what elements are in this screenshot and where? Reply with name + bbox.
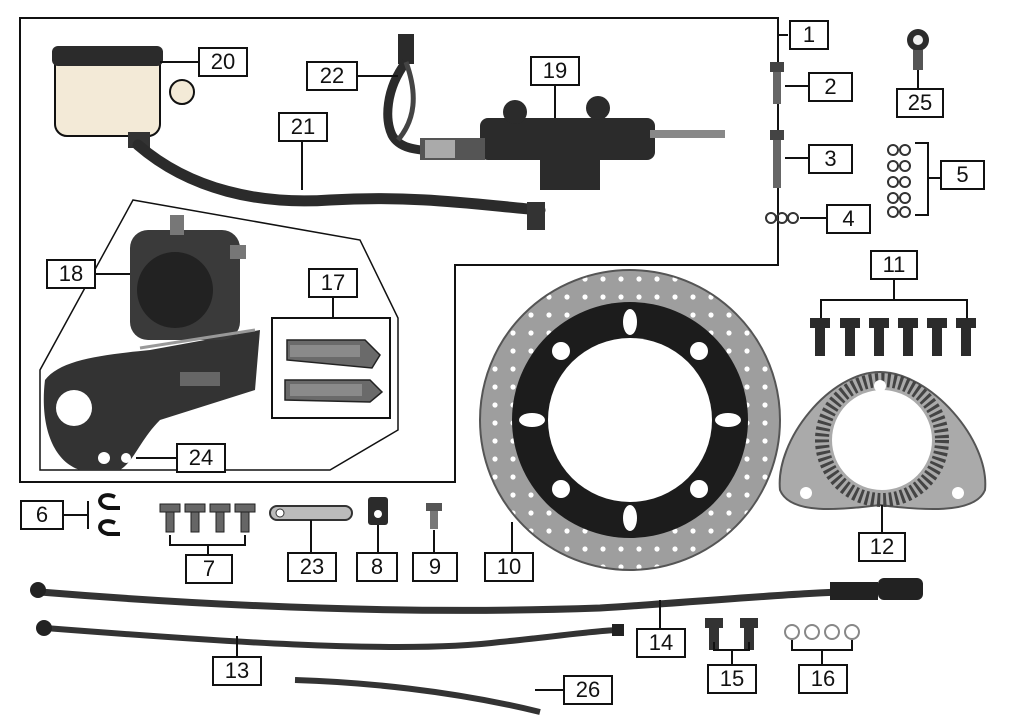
- bolts-11-part: [810, 318, 976, 356]
- callout-24: 24: [176, 443, 226, 473]
- callout-18: 18: [46, 259, 96, 289]
- callout-17: 17: [308, 268, 358, 298]
- reservoir-hose-part: [132, 139, 546, 216]
- fitting-25-part: [907, 29, 929, 70]
- clips-5-part: [887, 144, 911, 218]
- callout-2: 2: [808, 72, 853, 102]
- callout-23: 23: [287, 552, 337, 582]
- callout-10: 10: [484, 552, 534, 582]
- bracket-15: [713, 642, 750, 665]
- washer-4-part: [765, 212, 799, 224]
- master-cylinder-part: [420, 96, 725, 190]
- callout-9: 9: [412, 552, 458, 582]
- callout-8: 8: [356, 552, 398, 582]
- caliper-part: [43, 215, 260, 470]
- callout-6: 6: [20, 500, 64, 530]
- callout-12: 12: [858, 532, 906, 562]
- bracket-11: [820, 278, 968, 320]
- callout-21: 21: [278, 112, 328, 142]
- strap-23-part: [269, 505, 353, 521]
- abs-ring-part: [778, 370, 987, 511]
- callout-16: 16: [798, 664, 848, 694]
- callout-19: 19: [530, 56, 580, 86]
- callout-25: 25: [896, 88, 944, 118]
- assembly-outline: [19, 17, 779, 483]
- brake-hose-14-part: [30, 578, 923, 614]
- callout-11: 11: [870, 250, 918, 280]
- bracket-6: [64, 501, 89, 529]
- bracket-5: [915, 142, 940, 216]
- callout-7: 7: [185, 554, 233, 584]
- caliper-outline: [39, 199, 399, 471]
- brake-pads-part: [271, 317, 391, 419]
- brake-hose-13-part: [36, 620, 624, 651]
- washers-16-part: [784, 624, 860, 640]
- callout-4: 4: [826, 204, 871, 234]
- callout-14: 14: [636, 628, 686, 658]
- callout-1: 1: [789, 20, 829, 50]
- callout-22: 22: [306, 61, 358, 91]
- callout-3: 3: [808, 144, 853, 174]
- cable-26-part: [294, 677, 541, 715]
- bracket-7: [169, 535, 246, 556]
- bolts-15-part: [705, 618, 758, 650]
- callout-5: 5: [940, 160, 985, 190]
- bracket-16: [791, 640, 853, 665]
- callout-20: 20: [198, 47, 248, 77]
- clips-6-part: [98, 493, 120, 536]
- callout-13: 13: [212, 656, 262, 686]
- brake-disc-part: [479, 269, 781, 571]
- clip-8-part: [368, 497, 388, 525]
- bolt-2-part: [770, 62, 784, 104]
- bolts-7-part: [159, 503, 256, 533]
- callout-15: 15: [707, 664, 757, 694]
- callout-26: 26: [563, 675, 613, 705]
- screw-9-part: [426, 503, 442, 529]
- bolt-3-part: [770, 130, 784, 188]
- brake-switch-part: [383, 34, 441, 157]
